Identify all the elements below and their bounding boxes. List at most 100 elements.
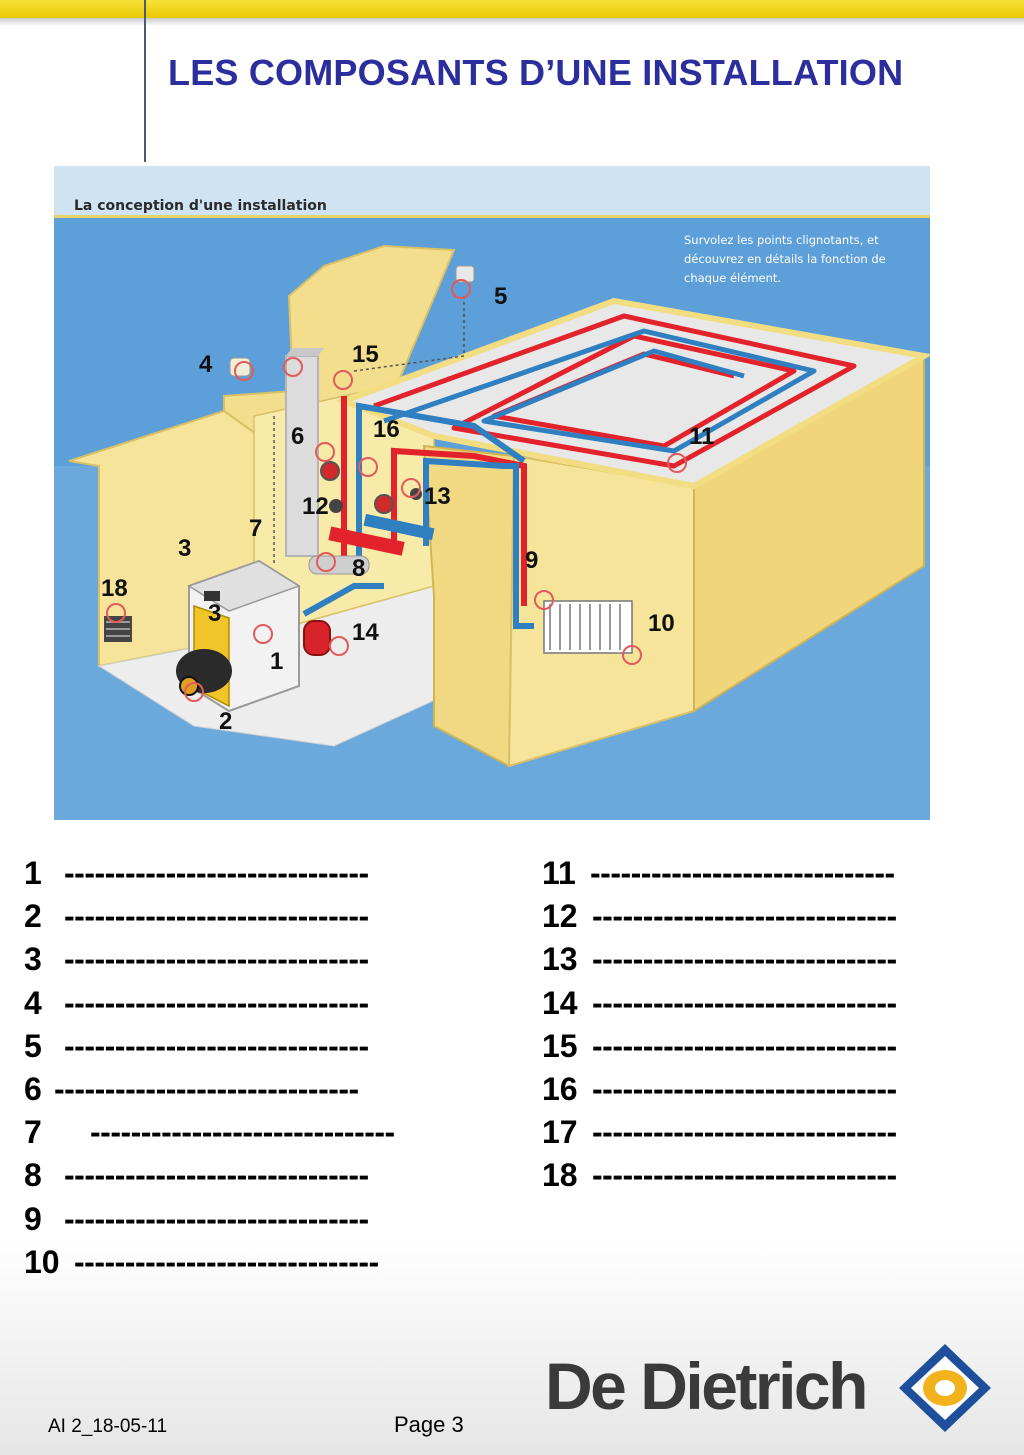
legend-row: 5 ------------------------------	[24, 1025, 494, 1068]
legend-number: 12	[542, 898, 578, 935]
chimney-flue	[285, 355, 319, 557]
legend-number: 10	[24, 1243, 60, 1280]
legend-number: 8	[24, 1157, 42, 1194]
legend-row: 10 ------------------------------	[24, 1241, 494, 1284]
legend-row: 12 ------------------------------	[542, 895, 1012, 938]
installation-diagram: La conception d'une installation Survole…	[54, 166, 930, 820]
radiator-hot-pipe	[391, 447, 527, 606]
diagram-hint-line-3: chaque élément.	[684, 271, 781, 285]
legend-left-column: 1 ------------------------------ 2 -------…	[24, 852, 494, 1284]
callout-1: 1	[270, 648, 283, 675]
flue-connector	[308, 555, 370, 575]
legend-row: 1 ------------------------------	[24, 852, 494, 895]
expansion-pipe	[302, 583, 384, 617]
legend-blank: ------------------------------	[64, 1027, 369, 1064]
callout-9: 9	[525, 547, 538, 574]
legend-row: 4 ------------------------------	[24, 982, 494, 1025]
radiator	[543, 600, 633, 654]
legend-row: 14------------------------------	[542, 982, 1012, 1025]
page-number: Page 3	[394, 1412, 464, 1437]
legend-number: 2	[24, 898, 42, 935]
brand-diamond-icon	[899, 1344, 991, 1432]
legend-number: 16	[542, 1070, 578, 1107]
pump-icon-2	[374, 494, 394, 514]
brand-logo: De Dietrich	[540, 1338, 1000, 1438]
expansion-vessel	[303, 620, 331, 656]
hotspot-markers	[106, 279, 687, 702]
diagram-hint-line-2: découvrez en détails la fonction de	[684, 252, 886, 266]
chimney-cap	[286, 348, 324, 356]
legend-number: 14	[542, 984, 578, 1021]
top-accent-bar	[0, 0, 1024, 18]
riser-cold-pipe	[356, 402, 526, 566]
legend-blank: ------------------------------	[64, 1157, 369, 1194]
callout-3a: 3	[178, 535, 191, 562]
diagram-hint-line-1: Survolez les points clignotants, et	[684, 233, 879, 247]
legend-row: 13 ------------------------------	[542, 938, 1012, 981]
callout-15: 15	[352, 341, 379, 368]
partition-wall	[422, 444, 516, 768]
legend-blank: ------------------------------	[64, 984, 369, 1021]
legend-row: 17 ------------------------------	[542, 1111, 1012, 1154]
boiler-control-panel	[204, 591, 220, 601]
caption-underline	[54, 215, 930, 218]
top-bar-shadow	[0, 18, 1024, 26]
callout-12: 12	[302, 493, 329, 520]
legend-blank: ------------------------------	[592, 1114, 897, 1151]
underfloor-cold-loop	[383, 328, 817, 454]
legend-number: 11	[542, 855, 576, 891]
legend-row: 16------------------------------	[542, 1068, 1012, 1111]
callout-16: 16	[373, 416, 400, 443]
legend-blank: ------------------------------	[64, 855, 369, 891]
callout-7: 7	[249, 515, 262, 542]
legend-blank: ------------------------------	[54, 1070, 359, 1107]
cold-manifold	[363, 513, 435, 541]
legend-number: 1	[24, 855, 42, 891]
legend-row: 18------------------------------	[542, 1154, 1012, 1197]
callout-6: 6	[291, 423, 304, 450]
legend-blank: ------------------------------	[592, 941, 897, 978]
legend-blank: ------------------------------	[64, 941, 369, 978]
legend-row: 9------------------------------	[24, 1198, 494, 1241]
legend-number: 13	[542, 941, 578, 978]
legend-blank: ------------------------------	[90, 1114, 395, 1151]
legend-row: 6 ------------------------------	[24, 1068, 494, 1111]
valve-icon-1	[329, 499, 343, 513]
hot-manifold	[328, 526, 405, 556]
legend-blank: ------------------------------	[592, 1157, 897, 1194]
legend-number: 17	[542, 1114, 578, 1151]
callout-4: 4	[199, 351, 213, 378]
legend-number: 3	[24, 941, 42, 978]
document-reference: AI 2_18-05-11	[48, 1416, 168, 1437]
legend-number: 4	[24, 984, 42, 1021]
caption-band	[54, 166, 930, 216]
callout-11: 11	[689, 423, 714, 450]
legend-blank: ------------------------------	[590, 855, 895, 891]
legend-row: 2 ------------------------------	[24, 895, 494, 938]
pump-icon-1	[320, 461, 340, 481]
callout-18: 18	[101, 575, 128, 602]
callout-2: 2	[219, 708, 232, 735]
header-divider	[144, 0, 146, 162]
callout-13: 13	[424, 483, 451, 510]
legend-number: 6	[24, 1070, 42, 1107]
legend-blank: ------------------------------	[64, 898, 369, 935]
air-vent	[104, 616, 132, 642]
legend-row: 7 ------------------------------	[24, 1111, 494, 1154]
legend-blank: ------------------------------	[74, 1243, 379, 1280]
legend-blank: ------------------------------	[592, 898, 897, 935]
page-title: LES COMPOSANTS D’UNE INSTALLATION	[168, 52, 904, 93]
legend-number: 15	[542, 1027, 578, 1064]
callout-5: 5	[494, 283, 507, 310]
legend-number: 7	[24, 1114, 42, 1151]
legend-row: 11 ------------------------------	[542, 852, 1012, 895]
legend-right-column: 11 ------------------------------ 12 -----…	[542, 852, 1012, 1198]
radiator-cold-pipe	[423, 457, 534, 629]
burner-port	[179, 676, 199, 696]
callout-10: 10	[648, 610, 675, 637]
thermostat-wire-h	[353, 355, 465, 372]
legend-number: 9	[24, 1200, 42, 1237]
legend-row: 8 ------------------------------	[24, 1154, 494, 1197]
legend-number: 5	[24, 1027, 42, 1064]
callout-14: 14	[352, 619, 379, 646]
